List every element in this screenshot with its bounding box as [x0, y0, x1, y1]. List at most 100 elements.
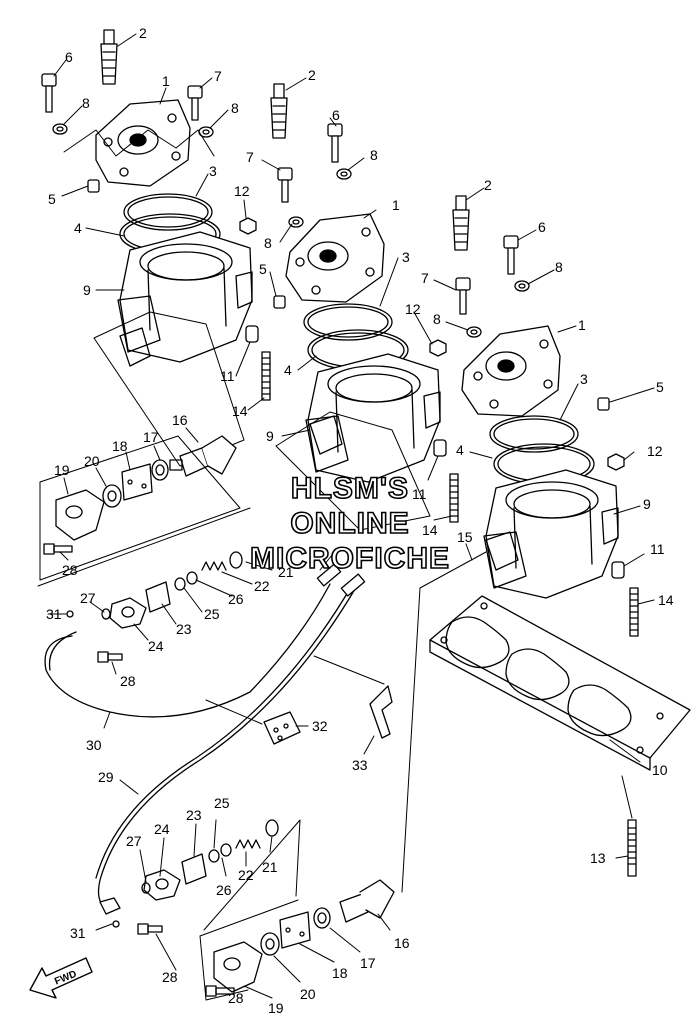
head-bolt-icon [455, 277, 471, 315]
stud-bolt-icon [261, 351, 271, 401]
callout-label: 2 [484, 177, 492, 193]
callout-label: 19 [54, 462, 70, 478]
leader-lines [47, 427, 273, 729]
reference-outline [419, 551, 487, 589]
callout-label: 18 [332, 965, 348, 981]
callout-label: 6 [65, 49, 73, 65]
callout-label: 12 [234, 183, 250, 199]
washer-icon [141, 882, 151, 894]
cable-clamp-icon [369, 685, 393, 739]
reference-outline [205, 699, 263, 725]
washer-icon [336, 168, 352, 180]
head-bolt-icon [327, 123, 343, 163]
cable-end-icon [99, 897, 121, 915]
servo-actuator-icon [339, 879, 395, 923]
callout-label: 33 [352, 757, 368, 773]
callout-label: 31 [70, 925, 86, 941]
cylinder-assembly-2 [261, 77, 459, 531]
stud-bolt-icon [627, 819, 637, 877]
callout-label: 4 [284, 362, 292, 378]
callout-label: 17 [143, 429, 159, 445]
spark-plug-icon [452, 195, 470, 251]
washer-icon [174, 577, 186, 591]
leader-lines [261, 77, 453, 521]
watermark-line-1: HLSM'S [290, 471, 410, 506]
callout-labels: 2 1 6 8 7 8 3 5 12 4 9 11 14 2 6 8 7 1 8… [46, 25, 674, 1016]
callout-label: 5 [656, 379, 664, 395]
o-ring-icon [303, 303, 409, 371]
valve-housing-icon [55, 489, 105, 541]
callout-label: 14 [232, 403, 248, 419]
dowel-pin-icon [597, 397, 610, 411]
callout-label: 28 [162, 969, 178, 985]
cylinder-block-icon [305, 353, 441, 483]
reference-outline [313, 655, 385, 685]
callout-label: 4 [456, 442, 464, 458]
callout-label: 5 [48, 191, 56, 207]
callout-label: 29 [98, 769, 114, 785]
callout-label: 28 [120, 673, 136, 689]
callout-label: 11 [412, 486, 427, 502]
callout-label: 20 [300, 986, 316, 1002]
collar-icon [433, 439, 447, 457]
cable-icon [95, 581, 355, 879]
callout-label: 24 [148, 638, 164, 654]
cable-icon [48, 631, 77, 671]
callout-label: 11 [220, 368, 235, 384]
cable-icon [97, 583, 359, 911]
callout-label: 6 [538, 219, 546, 235]
callout-label: 5 [259, 261, 267, 277]
valve-housing-icon [143, 869, 181, 901]
dowel-pin-icon [87, 179, 100, 193]
callout-label: 25 [214, 795, 230, 811]
callout-label: 26 [228, 591, 244, 607]
leader-lines [119, 725, 375, 795]
callout-label: 6 [332, 107, 340, 123]
washer-icon [260, 932, 280, 956]
stud-bolt-icon [629, 587, 639, 637]
callout-label: 1 [392, 197, 400, 213]
callout-label: 28 [228, 990, 244, 1006]
spring-icon [235, 839, 261, 849]
exhaust-valve-group-lower [95, 819, 395, 1001]
callout-label: 21 [262, 859, 278, 875]
dowel-pin-icon [273, 295, 286, 309]
callout-label: 4 [74, 220, 82, 236]
callout-label: 7 [421, 270, 429, 286]
callout-label: 9 [266, 428, 274, 444]
small-screw-icon [66, 610, 74, 618]
callout-label: 27 [126, 833, 142, 849]
washer-icon [101, 608, 111, 620]
callout-label: 8 [231, 100, 239, 116]
callout-label: 20 [84, 453, 100, 469]
clip-icon [265, 819, 279, 837]
callout-label: 31 [46, 606, 62, 622]
head-bolt-icon [503, 235, 519, 275]
callout-label: 28 [62, 562, 78, 578]
cable-icon [44, 583, 331, 718]
bolt-icon [205, 985, 235, 997]
callout-label: 3 [580, 371, 588, 387]
forward-direction-arrow-icon: FWD [29, 957, 93, 999]
washer-icon [514, 280, 530, 292]
reference-outline [275, 411, 431, 531]
bolt-icon [137, 923, 163, 935]
callout-label: 12 [647, 443, 663, 459]
callout-label: 3 [402, 249, 410, 265]
cylinder-base-gasket-icon [429, 595, 691, 771]
cylinder-head-icon [95, 99, 191, 187]
clip-icon [229, 551, 243, 569]
callout-label: 16 [394, 935, 410, 951]
reference-outline [199, 935, 249, 1001]
watermark-line-2: ONLINE [290, 506, 410, 541]
leader-lines [95, 819, 391, 999]
callout-label: 21 [278, 564, 294, 580]
exhaust-valve-group-upper [37, 427, 331, 729]
callout-label: 23 [176, 621, 192, 637]
callout-label: 8 [370, 147, 378, 163]
callout-label: 23 [186, 807, 202, 823]
washer-icon [102, 484, 122, 508]
callout-label: 2 [308, 67, 316, 83]
callout-label: 13 [590, 850, 606, 866]
